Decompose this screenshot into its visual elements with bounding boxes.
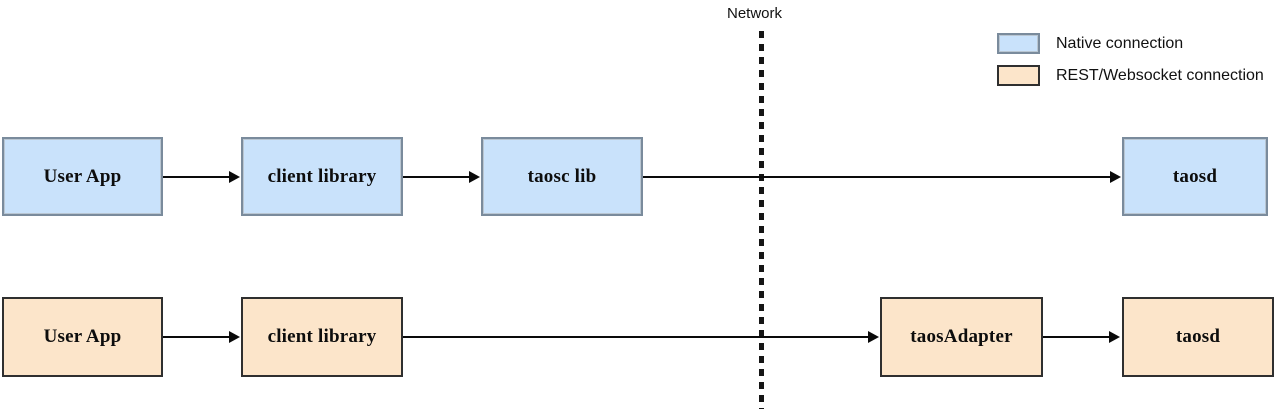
connector-native-userapp-to-clientlibrary — [163, 176, 231, 178]
legend-item-rest: REST/Websocket connection — [997, 65, 1264, 86]
legend-label-native: Native connection — [1056, 34, 1184, 52]
node-rest-user-app[interactable]: User App — [2, 297, 163, 377]
connector-rest-taosadapter-to-taosd — [1043, 336, 1111, 338]
arrowhead-rest-taosd-icon — [1109, 331, 1120, 343]
arrowhead-rest-clientlibrary-icon — [229, 331, 240, 343]
legend: Native connection REST/Websocket connect… — [0, 0, 1284, 100]
node-rest-client-library[interactable]: client library — [241, 297, 403, 377]
connector-rest-clientlibrary-to-taosadapter — [403, 336, 869, 338]
node-rest-taosadapter[interactable]: taosAdapter — [880, 297, 1043, 377]
connector-native-clientlibrary-to-taosclib — [403, 176, 471, 178]
node-native-client-library[interactable]: client library — [241, 137, 403, 216]
legend-swatch-rest-icon — [997, 65, 1040, 86]
legend-label-rest: REST/Websocket connection — [1056, 66, 1264, 84]
network-divider-line — [759, 30, 764, 409]
connector-rest-userapp-to-clientlibrary — [163, 336, 231, 338]
arrowhead-native-clientlibrary-icon — [229, 171, 240, 183]
arrowhead-native-taosd-icon — [1110, 171, 1121, 183]
network-divider-label: Network — [727, 5, 783, 22]
arrowhead-native-taosclib-icon — [469, 171, 480, 183]
connector-native-taosclib-to-taosd — [643, 176, 1111, 178]
arrowhead-rest-taosadapter-icon — [868, 331, 879, 343]
node-native-taosd[interactable]: taosd — [1122, 137, 1268, 216]
node-native-taosc-lib[interactable]: taosc lib — [481, 137, 643, 216]
legend-swatch-native-icon — [997, 33, 1040, 54]
node-native-user-app[interactable]: User App — [2, 137, 163, 216]
node-rest-taosd[interactable]: taosd — [1122, 297, 1274, 377]
legend-item-native: Native connection — [997, 33, 1183, 54]
